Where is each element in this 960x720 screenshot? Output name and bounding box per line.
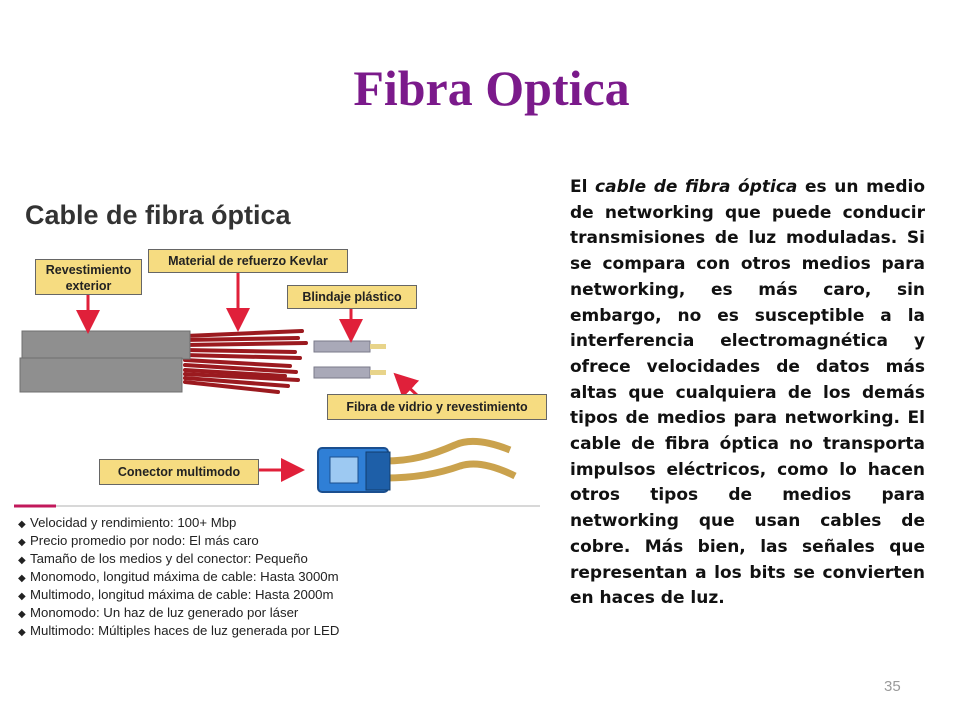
multimode-connector — [317, 437, 517, 493]
glass-fiber-top — [370, 344, 386, 349]
diamond-bullet-icon: ◆ — [18, 609, 26, 620]
diamond-bullet-icon: ◆ — [18, 555, 26, 566]
feature-list: ◆Velocidad y rendimiento: 100+ Mbp ◆Prec… — [18, 514, 339, 640]
outer-jacket-top — [21, 330, 191, 360]
feature-item: ◆Multimodo: Múltiples haces de luz gener… — [18, 622, 339, 640]
callout-blindaje: Blindaje plástico — [287, 285, 417, 309]
feature-item: ◆Monomodo: Un haz de luz generado por lá… — [18, 604, 339, 622]
diamond-bullet-icon: ◆ — [18, 627, 26, 638]
outer-jacket-bottom — [19, 357, 183, 393]
callout-kevlar: Material de refuerzo Kevlar — [148, 249, 348, 273]
diamond-bullet-icon: ◆ — [18, 573, 26, 584]
glass-fiber-bottom — [370, 370, 386, 375]
diamond-bullet-icon: ◆ — [18, 591, 26, 602]
figure-title: Cable de fibra óptica — [25, 200, 291, 230]
body-text-italic: cable de fibra óptica — [595, 177, 798, 197]
feature-item: ◆Multimodo, longitud máxima de cable: Ha… — [18, 586, 339, 604]
fiber-cable-figure: Cable de fibra óptica Revestimiento exte… — [0, 180, 560, 660]
callout-revestimiento: Revestimiento exterior — [35, 259, 142, 295]
feature-item: ◆Precio promedio por nodo: El más caro — [18, 532, 339, 550]
callout-conector: Conector multimodo — [99, 459, 259, 485]
page-number: 35 — [884, 678, 901, 695]
feature-item: ◆Monomodo, longitud máxima de cable: Has… — [18, 568, 339, 586]
body-text-rest: es un medio de networking que puede cond… — [570, 177, 925, 609]
feature-item: ◆Velocidad y rendimiento: 100+ Mbp — [18, 514, 339, 532]
diamond-bullet-icon: ◆ — [18, 537, 26, 548]
plastic-buffer-bottom — [313, 366, 371, 379]
callout-arrows — [76, 260, 422, 482]
fiber-cable-illustration — [14, 260, 540, 508]
body-text: El cable de fibra óptica es un medio de … — [570, 175, 925, 612]
body-text-intro: El — [570, 177, 596, 197]
callout-revestimiento-line1: Revestimiento — [45, 263, 132, 277]
plastic-buffer-top — [313, 340, 371, 353]
slide-title: Fibra Optica — [353, 60, 630, 116]
callout-revestimiento-line2: exterior — [65, 279, 112, 293]
diamond-bullet-icon: ◆ — [18, 519, 26, 530]
kevlar-strands — [183, 329, 308, 394]
callout-fibra: Fibra de vidrio y revestimiento — [327, 394, 547, 420]
feature-item: ◆Tamaño de los medios y del conector: Pe… — [18, 550, 339, 568]
